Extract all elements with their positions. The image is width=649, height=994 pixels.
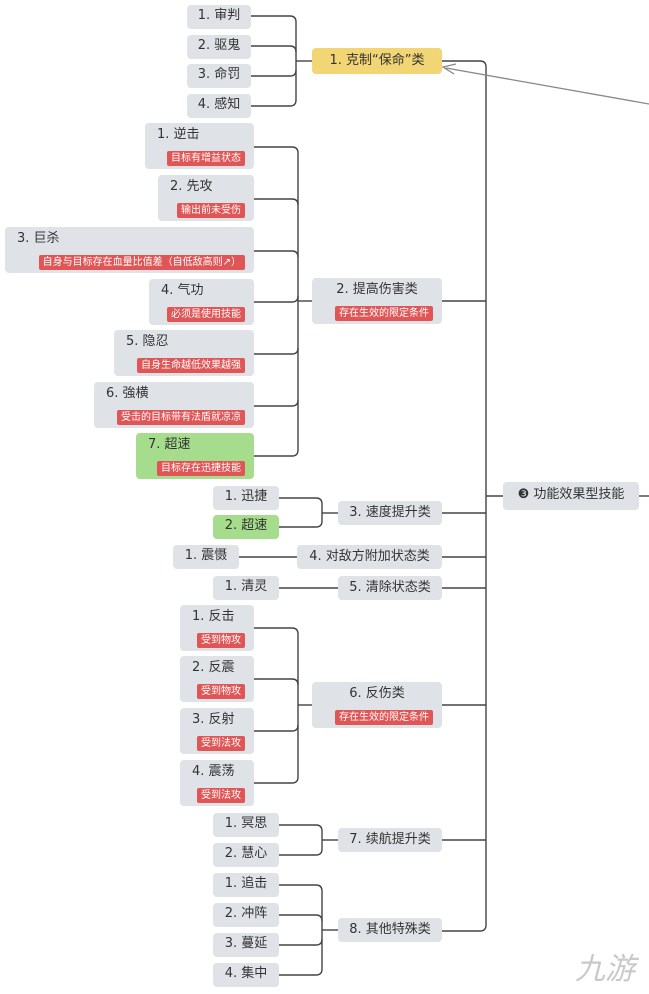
skill-zhendang[interactable]: 4. 震荡 受到法攻 <box>180 760 254 806</box>
cat2-child-4 <box>254 347 299 355</box>
cat7-child-1 <box>279 848 323 856</box>
skill-qugui[interactable]: 2. 驱鬼 <box>187 35 251 59</box>
skill-chongzhen[interactable]: 2. 冲阵 <box>213 903 279 927</box>
cat2-child-0 <box>254 146 299 154</box>
cat1-child-2 <box>251 69 297 77</box>
category-speed[interactable]: 3. 速度提升类 <box>338 501 442 525</box>
cat8-child-0 <box>279 884 323 892</box>
watermark-logo: 九游 <box>575 952 635 987</box>
category-damage-boost[interactable]: 2. 提高伤害类 存在生效的限定条件 <box>312 278 442 324</box>
skill-niji[interactable]: 1. 逆击 目标有增益状态 <box>145 123 254 169</box>
skill-mingsi[interactable]: 1. 冥思 <box>213 813 279 837</box>
category-sustain[interactable]: 7. 续航提升类 <box>338 828 442 852</box>
cat6-child-0 <box>254 627 299 635</box>
category-debuff-enemy[interactable]: 4. 对敌方附加状态类 <box>297 545 442 569</box>
condition-tag: 目标存在迅捷技能 <box>157 461 245 476</box>
skill-qiangheng[interactable]: 6. 強横 受击的目标带有法盾就凉凉 <box>94 382 254 428</box>
condition-tag: 必须是使用技能 <box>167 307 245 322</box>
cat8-child-2 <box>279 938 323 946</box>
skill-xunjie[interactable]: 1. 迅捷 <box>213 486 279 510</box>
skill-jusha[interactable]: 3. 巨杀 自身与目标存在血量比值差（自低敌高则↗） <box>5 227 254 273</box>
condition-tag: 受到物攻 <box>197 684 245 699</box>
condition-tag: 存在生效的限定条件 <box>335 306 433 321</box>
central-topic[interactable]: ❸ 功能效果型技能 <box>503 482 639 510</box>
relation-arrowhead <box>441 63 457 75</box>
skill-fanshe[interactable]: 3. 反射 受到法攻 <box>180 708 254 754</box>
skill-qigong[interactable]: 4. 气功 必须是使用技能 <box>149 279 254 325</box>
condition-tag: 输出前未受伤 <box>177 203 245 218</box>
condition-tag: 自身生命越低效果越强 <box>137 358 245 373</box>
cat8-child-1 <box>279 914 323 922</box>
condition-tag: 受到法攻 <box>197 736 245 751</box>
condition-tag: 存在生效的限定条件 <box>335 710 433 725</box>
category-special[interactable]: 8. 其他特殊类 <box>338 918 442 942</box>
skill-yinren[interactable]: 5. 隐忍 自身生命越低效果越强 <box>114 330 254 376</box>
cat2-child-2 <box>254 250 299 258</box>
condition-tag: 受到物攻 <box>197 633 245 648</box>
main-spine <box>442 60 487 932</box>
condition-tag: 自身与目标存在血量比值差（自低敌高则↗） <box>38 255 245 270</box>
skill-chaosu[interactable]: 2. 超速 <box>213 515 279 539</box>
condition-tag: 受到法攻 <box>197 788 245 803</box>
cat2-child-5 <box>254 399 299 407</box>
cat8-child-3 <box>279 968 323 976</box>
skill-mingfa[interactable]: 3. 命罚 <box>187 64 251 88</box>
cat1-child-0 <box>251 15 297 23</box>
cat1-child-3 <box>251 99 297 107</box>
cat2-child-3 <box>254 295 299 303</box>
category-reflect[interactable]: 6. 反伤类 存在生效的限定条件 <box>312 682 442 728</box>
cat6-child-1 <box>254 678 299 686</box>
cat7-child-0 <box>279 824 323 832</box>
cat2-child-6 <box>254 449 299 457</box>
cat6-child-3 <box>254 776 299 784</box>
cat1-child-1 <box>251 45 297 53</box>
cat3-child-1 <box>279 520 323 528</box>
skill-ganzhi[interactable]: 4. 感知 <box>187 94 251 118</box>
skill-qingling[interactable]: 1. 清灵 <box>213 576 279 600</box>
category-cleanse[interactable]: 5. 清除状态类 <box>338 576 442 600</box>
condition-tag: 受击的目标带有法盾就凉凉 <box>117 410 245 425</box>
category-counter-survival[interactable]: 1. 克制“保命”类 <box>312 48 442 74</box>
skill-huixin[interactable]: 2. 慧心 <box>213 843 279 867</box>
skill-zhenshe[interactable]: 1. 震慑 <box>173 545 239 569</box>
skill-xiangong[interactable]: 2. 先攻 输出前未受伤 <box>158 175 254 221</box>
skill-jizhong[interactable]: 4. 集中 <box>213 963 279 987</box>
condition-tag: 目标有增益状态 <box>167 151 245 166</box>
relation-arrow <box>445 67 649 105</box>
skill-chaosu-highlight[interactable]: 7. 超速 目标存在迅捷技能 <box>136 433 254 479</box>
skill-zhuiji[interactable]: 1. 追击 <box>213 873 279 897</box>
cat2-child-1 <box>254 198 299 206</box>
skill-shenpan[interactable]: 1. 审判 <box>187 5 251 29</box>
cat6-child-2 <box>254 724 299 732</box>
skill-fanzhen[interactable]: 2. 反震 受到物攻 <box>180 656 254 702</box>
skill-manyan[interactable]: 3. 蔓延 <box>213 933 279 957</box>
skill-fanji[interactable]: 1. 反击 受到物攻 <box>180 605 254 651</box>
cat3-child-0 <box>279 497 323 505</box>
